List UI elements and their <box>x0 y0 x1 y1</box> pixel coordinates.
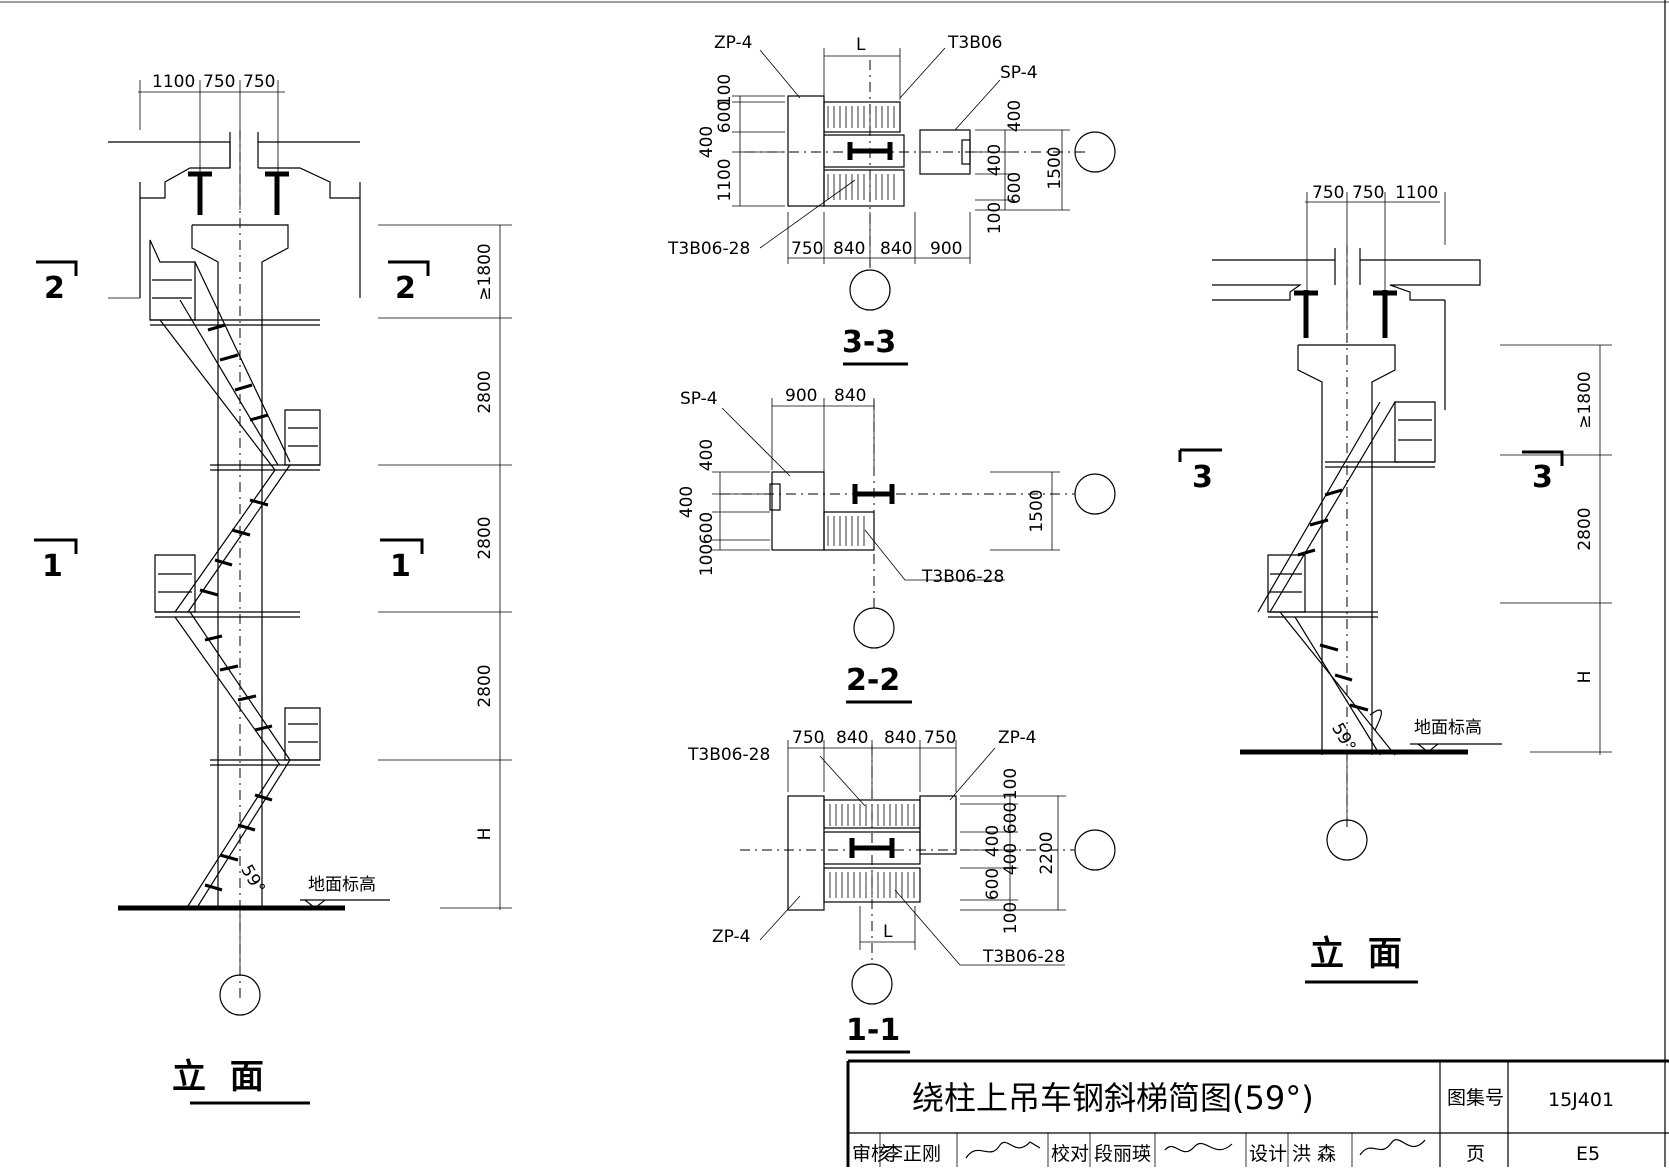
section-mark-3-right: 3 <box>1532 460 1553 495</box>
right-dim-top-3: 1100 <box>1395 183 1438 203</box>
s11-dim-right-1: 100 <box>1001 768 1021 800</box>
s11-dim-bottom-l: L <box>883 922 893 942</box>
s11-label-t3b06-28-top: T3B06-28 <box>687 745 770 765</box>
s33-dim-right-1: 400 <box>1005 100 1025 132</box>
s33-dim-left-4: 1100 <box>715 158 735 201</box>
s11-name: 1-1 <box>846 1013 900 1048</box>
s33-dim-right-2: 400 <box>985 144 1005 176</box>
s33-dim-right-5: 1500 <box>1045 146 1065 189</box>
right-elevation-title: 立 面 <box>1310 934 1408 974</box>
reviewer-name: 李正刚 <box>884 1143 941 1165</box>
s11-dim-right-6: 100 <box>1001 902 1021 934</box>
s33-dim-top-l: L <box>856 35 866 55</box>
s22-name: 2-2 <box>846 663 900 698</box>
s22-dim-left-1: 400 <box>697 439 717 471</box>
s11-dim-top-4: 750 <box>924 728 956 748</box>
left-dim-right-5: H <box>475 828 495 841</box>
design-label: 设计 <box>1249 1143 1287 1165</box>
section-mark-2-right: 2 <box>395 271 416 306</box>
page-label: 页 <box>1466 1143 1485 1165</box>
s33-dim-right-4: 100 <box>985 202 1005 234</box>
s33-dim-left-1: 100 <box>715 74 735 106</box>
left-dim-top-1: 1100 <box>152 72 195 92</box>
left-dim-top-3: 750 <box>243 72 275 92</box>
checker-name: 段丽瑛 <box>1094 1143 1151 1165</box>
s11-dim-right-3: 400 <box>983 825 1003 857</box>
right-dim-right-3: H <box>1575 671 1595 684</box>
left-dim-right-2: 2800 <box>475 370 495 413</box>
section-1-1: T3B06-28 ZP-4 ZP-4 T3B06-28 750 840 840 … <box>687 728 1116 1054</box>
s33-dim-bottom-1: 750 <box>791 239 823 259</box>
s33-label-t3b06: T3B06 <box>947 33 1003 53</box>
drawing-title: 绕柱上吊车钢斜梯简图(59°) <box>912 1079 1314 1117</box>
s33-dim-bottom-4: 900 <box>930 239 962 259</box>
s33-label-zp4: ZP-4 <box>714 33 752 53</box>
review-label: 审核 <box>852 1143 890 1165</box>
s22-dim-left-2: 400 <box>677 486 697 518</box>
s11-dim-right-5: 600 <box>983 868 1003 900</box>
left-angle: 59° <box>236 861 268 897</box>
s22-dim-top-1: 900 <box>785 386 817 406</box>
right-dim-top-2: 750 <box>1352 183 1384 203</box>
left-ground-label: 地面标高 <box>308 875 376 895</box>
section-mark-1-left: 1 <box>42 549 63 584</box>
s33-label-sp4: SP-4 <box>1000 63 1038 83</box>
s33-dim-left-2: 600 <box>715 101 735 133</box>
s11-dim-top-3: 840 <box>884 728 916 748</box>
s33-dim-bottom-2: 840 <box>833 239 865 259</box>
s11-label-zp4-right: ZP-4 <box>998 728 1036 748</box>
s22-dim-right-1: 1500 <box>1027 489 1047 532</box>
reviewer-signature <box>965 1141 1041 1159</box>
s22-dim-left-4: 100 <box>697 544 717 576</box>
left-elevation: 1100 750 750 <box>34 72 512 1105</box>
section-3-3: ZP-4 T3B06 SP-4 T3B06-28 L 100 600 400 1… <box>667 33 1116 366</box>
right-dim-right-2: 2800 <box>1575 507 1595 550</box>
s22-label-t3b06-28: T3B06-28 <box>921 567 1004 587</box>
check-label: 校对 <box>1051 1143 1089 1165</box>
right-dim-right-1: ≥1800 <box>1575 371 1595 429</box>
section-mark-1-right: 1 <box>390 549 411 584</box>
right-dim-top-1: 750 <box>1312 183 1344 203</box>
left-dim-right-1: ≥1800 <box>475 243 495 301</box>
left-dim-right-3: 2800 <box>475 516 495 559</box>
designer-signature <box>1359 1139 1426 1156</box>
checker-signature <box>1164 1143 1233 1153</box>
title-block: 绕柱上吊车钢斜梯简图(59°) 图集号 15J401 页 E5 审核 李正刚 校… <box>846 1059 1669 1167</box>
s11-dim-right-7: 2200 <box>1037 831 1057 874</box>
s33-dim-right-3: 600 <box>1005 172 1025 204</box>
s33-dim-left-3: 400 <box>697 126 717 158</box>
s11-dim-top-2: 840 <box>836 728 868 748</box>
s11-dim-top-1: 750 <box>792 728 824 748</box>
s11-label-t3b06-28-bottom: T3B06-28 <box>982 947 1065 967</box>
s11-dim-right-4: 400 <box>1001 843 1021 875</box>
right-ground-label: 地面标高 <box>1414 718 1482 738</box>
s33-name: 3-3 <box>842 325 896 360</box>
s11-label-zp4-left: ZP-4 <box>712 927 750 947</box>
section-2-2: SP-4 T3B06-28 900 840 400 400 600 100 15… <box>677 386 1116 704</box>
right-elevation: 750 750 1100 <box>1178 183 1612 984</box>
left-dim-top-2: 750 <box>203 72 235 92</box>
section-mark-2-left: 2 <box>44 271 65 306</box>
left-elevation-title: 立 面 <box>172 1057 270 1097</box>
s22-dim-top-2: 840 <box>834 386 866 406</box>
s33-label-t3b06-28: T3B06-28 <box>667 239 750 259</box>
s33-dim-bottom-3: 840 <box>880 239 912 259</box>
page-number: E5 <box>1576 1143 1600 1165</box>
designer-name: 洪 森 <box>1292 1143 1336 1165</box>
left-axis-bubble <box>219 974 261 1016</box>
atlas-number: 15J401 <box>1548 1089 1614 1111</box>
atlas-label: 图集号 <box>1447 1087 1504 1109</box>
s11-dim-right-2: 600 <box>1001 802 1021 834</box>
left-dim-right-4: 2800 <box>475 664 495 707</box>
section-mark-3-left: 3 <box>1192 460 1213 495</box>
s22-label-sp4: SP-4 <box>680 389 718 409</box>
s22-dim-left-3: 600 <box>697 512 717 544</box>
